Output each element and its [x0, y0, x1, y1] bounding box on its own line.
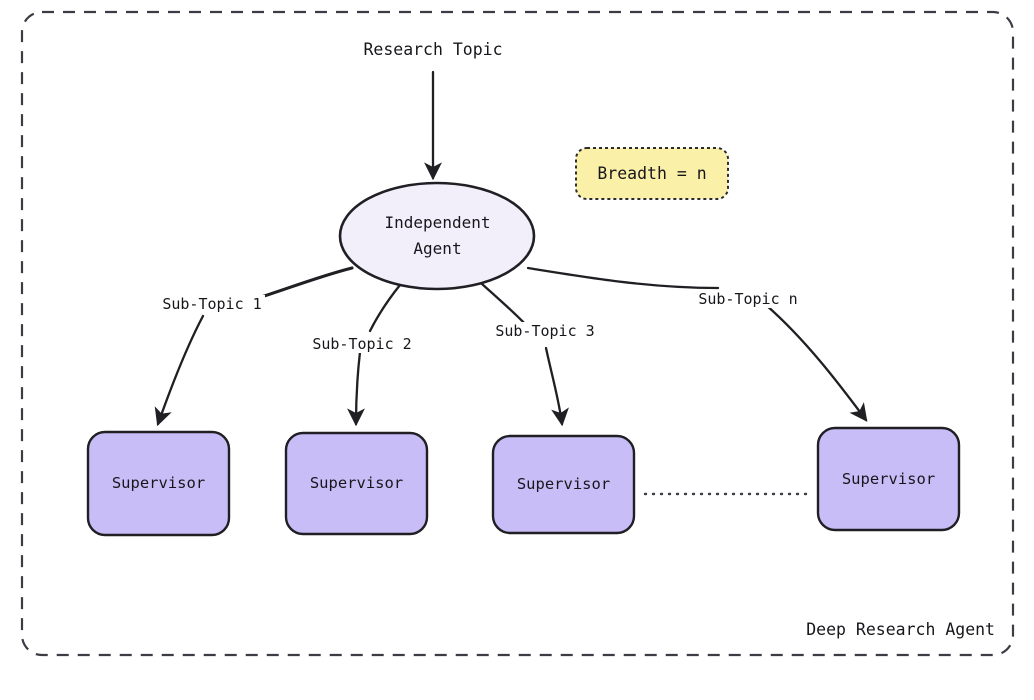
edge-subtopic-3-upper — [480, 282, 530, 329]
container-boundary — [20, 10, 1015, 657]
independent-agent-node — [338, 181, 536, 291]
edge-subtopic-2-upper — [368, 283, 402, 333]
supervisor-boxes — [86, 426, 961, 537]
edge-subtopic-3-lower — [544, 346, 569, 427]
supervisor-box-2 — [284, 431, 429, 536]
supervisor-box-1 — [86, 430, 231, 537]
edge-subtopic-n-lower — [764, 303, 868, 422]
breadth-badge — [575, 147, 729, 200]
edge-subtopic-n-upper — [526, 266, 720, 290]
edge-subtopic-2-lower — [347, 350, 365, 427]
supervisor-box-3 — [491, 434, 636, 535]
edge-subtopic-1-upper — [241, 266, 354, 305]
edge-subtopic-1-lower — [154, 314, 205, 427]
supervisor-box-4 — [816, 426, 961, 532]
